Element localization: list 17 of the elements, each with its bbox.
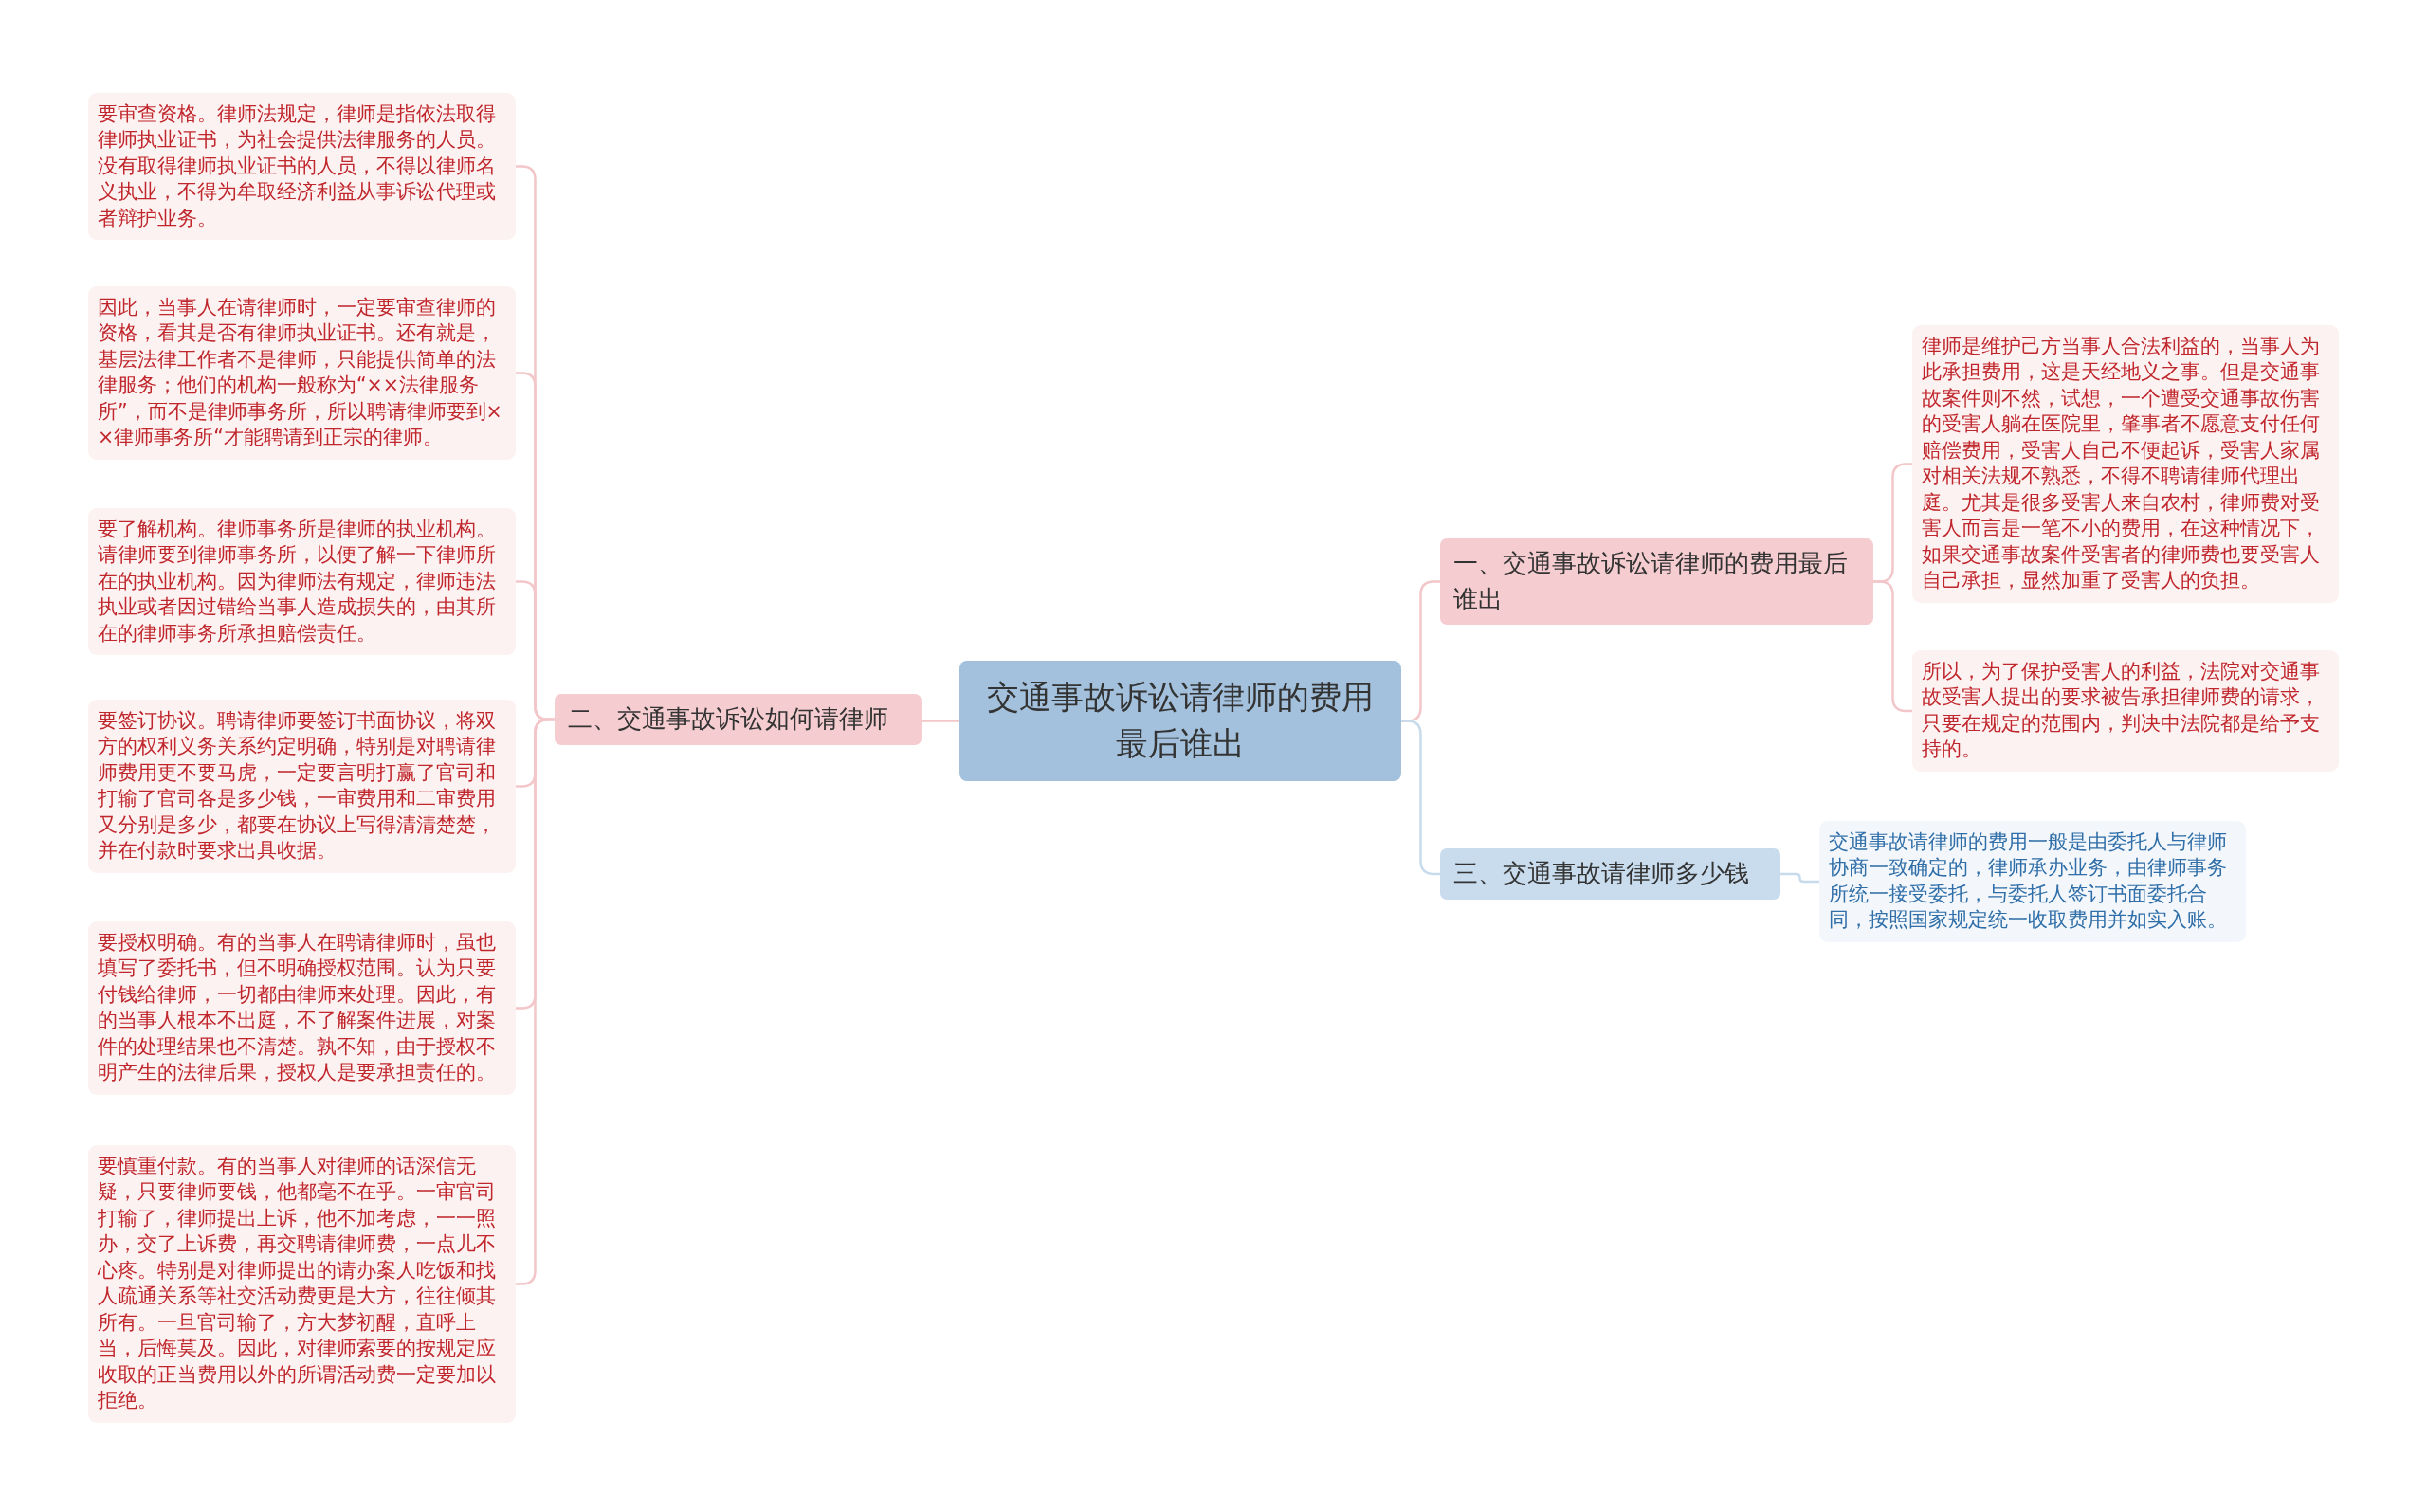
connector-line: [922, 720, 959, 722]
note-card: 要了解机构。律师事务所是律师的执业机构。请律师要到律师事务所，以便了解一下律师所在的执业机构。因为律师法有规定，律师违法执业或者因过错给当事人造成损失的，由其所在的律师事务所承担赔偿责任。: [88, 508, 516, 656]
branch-topic-box: 三、交通事故请律师多少钱: [1440, 848, 1780, 900]
central-topic-box: 交通事故诉讼请律师的费用最后谁出: [959, 661, 1401, 781]
note-card: 要签订协议。聘请律师要签订书面协议，将双方的权利义务关系约定明确，特别是对聘请律师费用更不要马虎，一定要言明打赢了官司和打输了官司各是多少钱，一审费用和二审费用又分别是多少，都要在协议上写得清清楚楚，并在付款时要求出具收据。: [88, 700, 516, 873]
connector-line: [1780, 872, 1819, 884]
connector-line: [1401, 720, 1440, 876]
note-card: 交通事故请律师的费用一般是由委托人与律师协商一致确定的，律师承办业务，由律师事务所统一接受委托，与委托人签订书面委托合同，按照国家规定统一收取费用并如实入账。: [1819, 821, 2246, 942]
note-card: 要慎重付款。有的当事人对律师的话深信无疑，只要律师要钱，他都毫不在乎。一审官司打输了，律师提出上诉，他不加考虑，一一照办，交了上诉费，再交聘请律师费，一点儿不心疼。特别是对律师提出的请办案人吃饭和找人疏通关系等社交活动费更是大方，往往倾其所有。一旦官司输了，方大梦初醒，直呼上当，后悔莫及。因此，对律师索要的按规定应收取的正当费用以外的所谓活动费一定要加以拒绝。: [88, 1145, 516, 1423]
note-card: 要审查资格。律师法规定，律师是指依法取得律师执业证书，为社会提供法律服务的人员。没有取得律师执业证书的人员，不得以律师名义执业，不得为牟取经济利益从事诉讼代理或者辩护业务。: [88, 93, 516, 241]
note-card: 因此，当事人在请律师时，一定要审查律师的资格，看其是否有律师执业证书。还有就是，基层法律工作者不是律师，只能提供简单的法律服务；他们的机构一般称为“××法律服务所”，而不是律师事务所，所以聘请律师要到××律师事务所“才能聘请到正宗的律师。: [88, 286, 516, 460]
branch-topic-box: 一、交通事故诉讼请律师的费用最后谁出: [1440, 538, 1873, 626]
note-card: 律师是维护己方当事人合法利益的，当事人为此承担费用，这是天经地义之事。但是交通事故案件则不然，试想，一个遭受交通事故伤害的受害人躺在医院里，肇事者不愿意支付任何赔偿费用，受害人自己不便起诉，受害人家属对相关法规不熟悉，不得不聘请律师代理出庭。尤其是很多受害人来自农村，律师费对受害人而言是一笔不小的费用，在这种情况下，如果交通事故案件受害者的律师费也要受害人自己承担，显然加重了受害人的负担。: [1912, 325, 2339, 603]
note-card: 所以，为了保护受害人的利益，法院对交通事故受害人提出的要求被告承担律师费的请求，只要在规定的范围内，判决中法院都是给予支持的。: [1912, 650, 2339, 772]
branch-topic-box: 二、交通事故诉讼如何请律师: [555, 694, 922, 745]
note-card: 要授权明确。有的当事人在聘请律师时，虽也填写了委托书，但不明确授权范围。认为只要付钱给律师，一切都由律师来处理。因此，有的当事人根本不出庭，不了解案件进展，对案件的处理结果也不清楚。孰不知，由于授权不明产生的法律后果，授权人是要承担责任的。: [88, 921, 516, 1095]
connector-line: [1873, 580, 1912, 713]
